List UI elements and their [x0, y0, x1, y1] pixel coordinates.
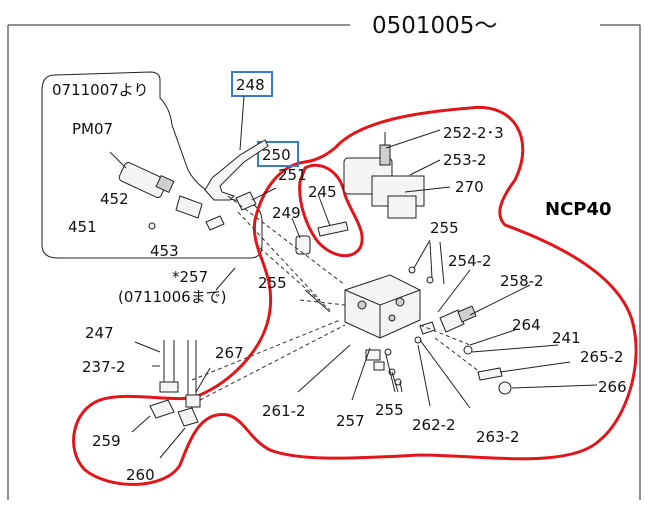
- right-fittings-drawing: [408, 266, 512, 395]
- leaders-right: [413, 239, 598, 389]
- leaders-elbows: [131, 415, 186, 459]
- callout-247: 247: [85, 324, 114, 342]
- callout-254-2: 254-2: [448, 252, 492, 270]
- fittings-drawing: [235, 191, 349, 255]
- callout-245: 245: [308, 183, 337, 201]
- highlight-box-250: [257, 141, 299, 167]
- leaders-pipes: [134, 341, 211, 393]
- pm07-sensor-drawing: [109, 151, 225, 231]
- solenoid-valve-drawing: [343, 132, 425, 219]
- callout-451: 451: [68, 218, 97, 236]
- highlight-label-248: 248: [236, 76, 265, 94]
- part-245-red-loop: [298, 163, 364, 258]
- callout-249: 249: [272, 204, 301, 222]
- lower-fittings-drawing: [365, 336, 422, 386]
- ncp40-red-outline: [72, 105, 638, 486]
- pipe-248-drawing: [204, 139, 269, 201]
- callout-labels: 252-2･3 253-2 270 251 245 249 255 254-2 …: [68, 124, 627, 484]
- callout-241: 241: [552, 329, 581, 347]
- callout-265-2: 265-2: [580, 348, 624, 366]
- callout-453: 453: [150, 242, 179, 260]
- leader-248: [239, 95, 245, 151]
- ncp40-label: NCP40: [545, 199, 612, 220]
- callout-237-2: 237-2: [82, 358, 126, 376]
- leaders-lower: [215, 267, 471, 409]
- elbow-fittings-drawing: [149, 399, 199, 427]
- variant-outline: [41, 71, 263, 259]
- callout-253-2: 253-2: [443, 151, 487, 169]
- callout-252-2-3: 252-2･3: [443, 124, 504, 142]
- callout-270: 270: [455, 178, 484, 196]
- highlight-label-250: 250: [262, 146, 291, 164]
- callout-262-2: 262-2: [412, 416, 456, 434]
- variant-from-label: 0711007より: [52, 81, 149, 99]
- leaders-valve: [385, 129, 451, 193]
- callout-260: 260: [126, 466, 155, 484]
- callout-251: 251: [278, 166, 307, 184]
- callout-257-star: *257: [172, 268, 208, 286]
- callout-255-bottom: 255: [375, 401, 404, 419]
- callout-267: 267: [215, 344, 244, 362]
- variant-component-label: PM07: [72, 120, 113, 138]
- pipe-247-drawing: [159, 340, 201, 408]
- dashed-connections: [191, 195, 481, 401]
- callout-452: 452: [100, 190, 129, 208]
- page-frame: [7, 24, 641, 500]
- callout-258-2: 258-2: [500, 272, 544, 290]
- manifold-block-drawing: [344, 274, 421, 339]
- highlight-box-248: [231, 71, 273, 97]
- serial-range-header: 0501005～: [372, 13, 497, 39]
- callout-264: 264: [512, 316, 541, 334]
- leaders-fittings: [251, 187, 331, 239]
- callout-255-left: 255: [258, 274, 287, 292]
- callout-0711006-note: (0711006まで): [118, 288, 227, 306]
- callout-259: 259: [92, 432, 121, 450]
- callout-263-2: 263-2: [476, 428, 520, 446]
- callout-266: 266: [598, 378, 627, 396]
- callout-261-2: 261-2: [262, 402, 306, 420]
- callout-255-top: 255: [430, 219, 459, 237]
- callout-257-bottom: 257: [336, 412, 365, 430]
